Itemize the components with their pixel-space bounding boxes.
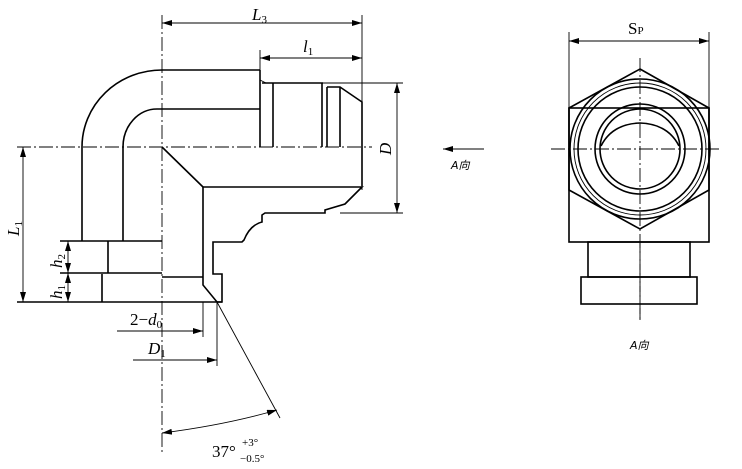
flange-contour xyxy=(17,240,222,303)
label-D: D xyxy=(376,142,395,156)
elbow-inner-contour xyxy=(122,108,260,241)
label-d0: 2−d0 xyxy=(130,310,163,331)
angle-lower-tolerance: −0.5° xyxy=(240,453,264,465)
view-direction-label: A向 xyxy=(450,159,471,172)
label-Sp: SP xyxy=(628,19,644,38)
elbow-outer-contour xyxy=(81,69,260,241)
section-hatch xyxy=(202,186,364,303)
body-outline xyxy=(568,107,710,243)
label-L1: L1 xyxy=(4,221,25,237)
label-l1: l1 xyxy=(303,37,313,58)
flange-base xyxy=(580,276,698,305)
end-view-A: SP A向 xyxy=(551,19,722,352)
label-angle: 37° xyxy=(212,442,236,461)
dim-angle xyxy=(161,409,278,435)
label-h1: h1 xyxy=(47,285,68,299)
thread-end-contour xyxy=(262,82,363,186)
cone-line xyxy=(161,146,204,188)
side-view: L3 l1 D L1 h2 h1 2−d0 D1 37° +3° −0.5° A… xyxy=(4,5,484,465)
label-D1: D1 xyxy=(147,339,166,360)
label-h2: h2 xyxy=(47,254,68,268)
label-L3: L3 xyxy=(251,5,267,26)
angle-upper-tolerance: +3° xyxy=(242,437,258,449)
neck xyxy=(587,241,691,278)
end-view-label: A向 xyxy=(629,339,650,352)
